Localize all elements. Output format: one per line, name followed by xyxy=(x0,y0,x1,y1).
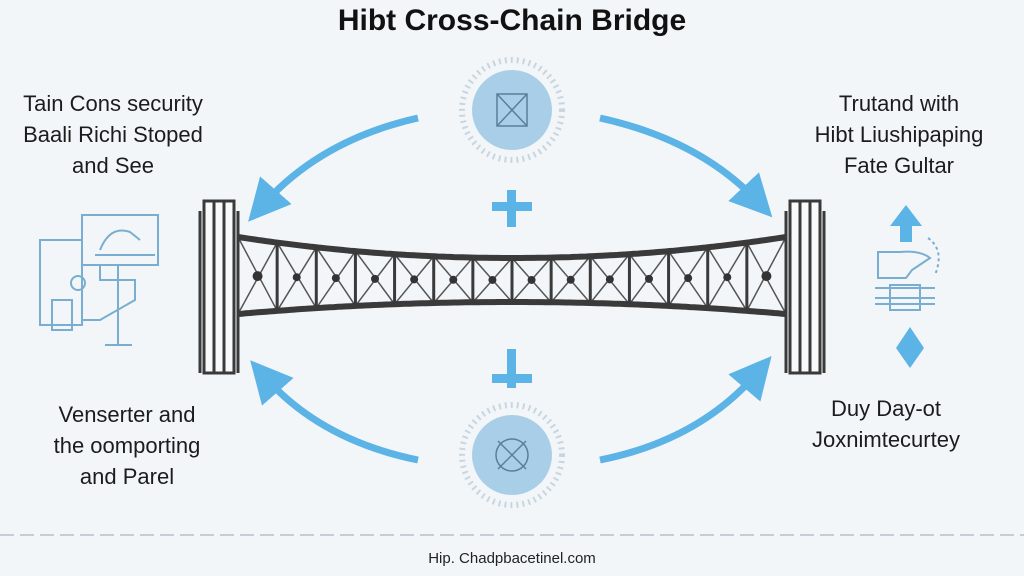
bridge-truss xyxy=(236,234,788,317)
label-line: Trutand with xyxy=(838,91,960,116)
truss-joint xyxy=(723,273,732,282)
bridge-tower-right xyxy=(784,199,826,375)
bridge-tower-left xyxy=(198,199,240,375)
arrow-bottom-right xyxy=(599,356,772,464)
truss-joint xyxy=(488,275,497,284)
plus-icon-bottom xyxy=(492,349,532,388)
arrow-top-right xyxy=(599,114,773,218)
document-stack-icon xyxy=(875,237,940,311)
truss-joint xyxy=(331,274,340,283)
truss-joint xyxy=(566,275,575,284)
feature-top-left: Tain Cons security Baali Richi Stoped an… xyxy=(0,88,226,181)
label-line: Fate Gultar xyxy=(843,153,955,178)
chain-seal-bottom-icon xyxy=(459,402,565,508)
page-title: Hibt Cross-Chain Bridge xyxy=(337,4,687,37)
upload-transfer-icon xyxy=(890,205,924,368)
feature-top-right: Trutand with Hibt Liushipaping Fate Gult… xyxy=(786,88,1012,181)
bridge-top-chord xyxy=(237,234,787,261)
arrow-bottom-left xyxy=(250,360,419,464)
feature-bottom-right: Duy Day-ot Joxnimtecurtey xyxy=(786,393,986,455)
label-line: the oomporting xyxy=(53,433,201,458)
label-line: Baali Richi Stoped xyxy=(23,122,203,147)
label-line: and Parel xyxy=(79,464,175,489)
label-line: Hibt Liushipaping xyxy=(814,122,984,147)
label-line: Joxnimtecurtey xyxy=(812,427,960,452)
truss-joint xyxy=(761,271,772,282)
plus-icon-top xyxy=(492,190,532,227)
label-line: Duy Day-ot xyxy=(830,396,942,421)
truss-joint xyxy=(371,274,379,283)
diamond-icon xyxy=(896,327,924,368)
bridge-bottom-chord xyxy=(237,299,787,317)
footer-url: Hip. Chadpbacetinel.com xyxy=(428,550,596,567)
truss-joint xyxy=(645,274,653,283)
feature-bottom-left: Venserter and the oomporting and Parel xyxy=(14,399,240,492)
truss-joint xyxy=(410,275,419,284)
truss-joint xyxy=(252,271,263,282)
truss-joint xyxy=(292,273,301,282)
truss-joint xyxy=(605,275,614,284)
truss-joint xyxy=(684,274,693,283)
label-line: Tain Cons security xyxy=(23,91,203,116)
chain-seal-top-icon xyxy=(459,57,565,163)
truss-joint xyxy=(527,275,536,284)
truss-joint xyxy=(449,275,458,284)
computer-terminal-icon xyxy=(39,214,159,346)
label-line: Venserter and xyxy=(58,402,196,427)
label-line: and See xyxy=(72,153,154,178)
arrow-top-left xyxy=(248,114,419,222)
